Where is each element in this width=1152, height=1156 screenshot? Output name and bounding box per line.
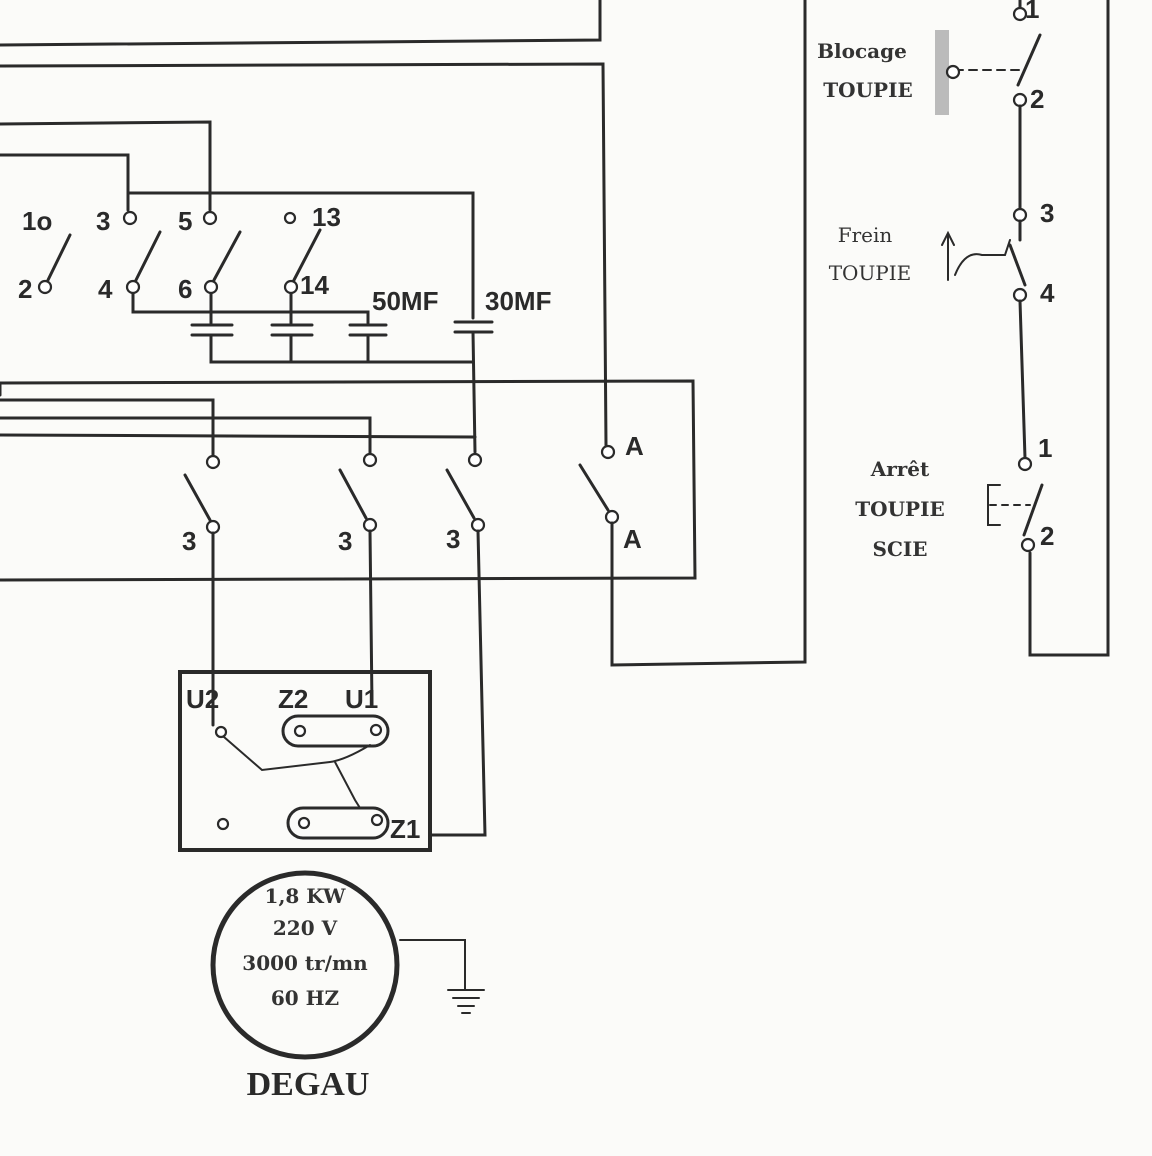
terminal-label: 4 <box>1040 278 1055 308</box>
terminal-2-label: 2 <box>18 274 32 304</box>
contactor: 3 3 3 A A <box>0 0 807 837</box>
arret-sub: TOUPIE <box>855 497 944 521</box>
contact-label: 3 <box>446 524 460 554</box>
terminal-4-label: 4 <box>98 274 113 304</box>
terminal-3-label: 3 <box>96 206 110 236</box>
frein-sub: TOUPIE <box>829 261 912 285</box>
frein-label: Frein <box>838 223 893 247</box>
terminal-label: 1 <box>1038 433 1052 463</box>
aux-contact-label: A <box>623 524 642 554</box>
blocage-sub: TOUPIE <box>823 78 912 102</box>
motor-power: 1,8 KW <box>265 884 346 908</box>
motor-terminal-u1: U1 <box>345 684 378 714</box>
control-circuit: 2 3 4 1 2 1 Blocage TOUPIE Frein TOUPIE … <box>817 0 1110 657</box>
selector-switch: 1o 3 5 13 2 4 6 14 <box>18 202 341 304</box>
motor: U2 Z2 U1 Z1 1,8 KW 220 V 3000 tr/mn 60 H… <box>178 670 432 1103</box>
motor-speed: 3000 tr/mn <box>242 951 368 975</box>
blocage-hatch <box>935 30 949 115</box>
terminal-5-label: 5 <box>178 206 192 236</box>
motor-terminal-z1: Z1 <box>390 814 420 844</box>
terminal-label: 2 <box>1030 84 1044 114</box>
motor-voltage: 220 V <box>273 916 338 940</box>
motor-frequency: 60 HZ <box>271 986 339 1010</box>
terminal-1-label: 1o <box>22 206 52 236</box>
ground-icon <box>399 939 485 1014</box>
terminal-label: 1 <box>1025 0 1039 24</box>
aux-contact-label: A <box>625 431 644 461</box>
blocage-label: Blocage <box>817 39 907 63</box>
arret-sub2: SCIE <box>873 537 928 561</box>
arret-label: Arrêt <box>870 457 930 481</box>
motor-terminal-u2: U2 <box>186 684 219 714</box>
terminal-label: 3 <box>1040 198 1054 228</box>
contact-label: 3 <box>338 526 352 556</box>
motor-terminal-z2: Z2 <box>278 684 308 714</box>
terminal-6-label: 6 <box>178 274 192 304</box>
terminal-13-label: 13 <box>312 202 341 232</box>
contact-label: 3 <box>182 526 196 556</box>
capacitor-30mf-label: 30MF <box>485 286 551 316</box>
capacitor-50mf-label: 50MF <box>372 286 438 316</box>
capacitors: 50MF 30MF <box>190 286 551 337</box>
terminal-14-label: 14 <box>300 270 329 300</box>
terminal-label: 2 <box>1040 521 1054 551</box>
wires <box>0 0 608 454</box>
motor-brand: DEGAU <box>247 1066 370 1103</box>
terminal-labels: 2 3 4 1 2 1 <box>1025 0 1055 551</box>
